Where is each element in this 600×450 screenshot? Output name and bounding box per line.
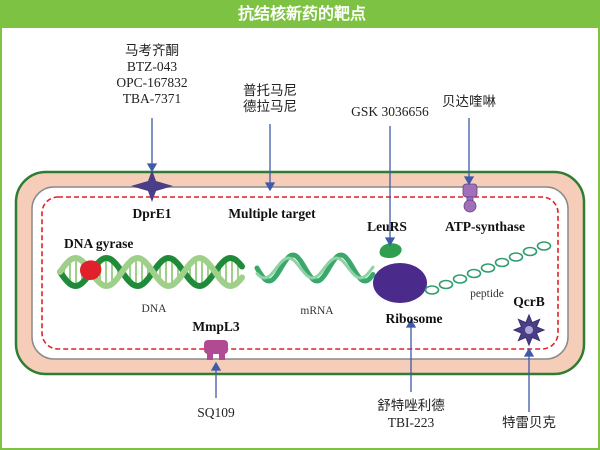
drug-mmpl3-1: SQ109	[197, 405, 235, 420]
peptide-bead	[438, 279, 454, 290]
peptide-bead	[508, 252, 524, 262]
target-mmpl3: MmpL3	[192, 319, 240, 334]
atp-synthase-icon	[462, 183, 478, 213]
target-dna-gyrase: DNA gyrase	[64, 236, 133, 251]
drug-qcrb-1: 特雷贝克	[502, 415, 556, 430]
drug-leurs-1: GSK 3036656	[351, 104, 429, 119]
target-qcrb: QcrB	[513, 294, 545, 309]
drug-ribosome-2: TBI-223	[388, 415, 435, 430]
label-peptide: peptide	[470, 288, 504, 300]
leurs-blob-icon	[379, 243, 402, 258]
drug-dpre1-1: 马考齐酮	[125, 43, 179, 58]
page-title: 抗结核新药的靶点	[2, 0, 598, 28]
label-dna: DNA	[142, 303, 168, 315]
drug-ribosome-1: 舒特唑利德	[377, 398, 445, 413]
peptide-bead	[452, 274, 468, 284]
peptide-chain	[424, 241, 552, 295]
peptide-bead	[424, 285, 440, 295]
label-mrna: mRNA	[300, 305, 334, 317]
dna-gyrase-blob-icon	[80, 260, 102, 280]
peptide-bead	[480, 263, 496, 273]
drug-atp-1: 贝达喹啉	[442, 94, 496, 109]
target-leurs: LeuRS	[367, 219, 407, 234]
cell-inner-cytoplasm	[31, 186, 569, 360]
target-atp: ATP-synthase	[445, 219, 525, 234]
dpre1-star-icon	[131, 170, 173, 202]
qcrb-core	[525, 326, 533, 334]
drug-dpre1-4: TBA-7371	[123, 91, 182, 106]
peptide-bead	[494, 257, 510, 268]
peptide-bead	[522, 246, 538, 257]
peptide-bead	[466, 268, 482, 279]
mmpl3-icon	[204, 340, 228, 360]
drug-dpre1-3: OPC-167832	[116, 75, 187, 90]
drug-multiple-2: 德拉马尼	[243, 99, 297, 114]
ribosome-icon	[373, 263, 427, 303]
target-dpre1: DprE1	[132, 206, 171, 221]
drug-multiple-1: 普托马尼	[243, 83, 297, 98]
dna-helix	[57, 254, 245, 290]
peptide-bead	[536, 241, 552, 251]
mrna-strand	[254, 252, 376, 284]
cell-membrane-dashed	[41, 196, 559, 350]
drug-dpre1-2: BTZ-043	[127, 59, 177, 74]
target-multiple: Multiple target	[228, 206, 316, 221]
target-ribosome: Ribosome	[386, 311, 443, 326]
drug-arrows	[146, 118, 535, 412]
